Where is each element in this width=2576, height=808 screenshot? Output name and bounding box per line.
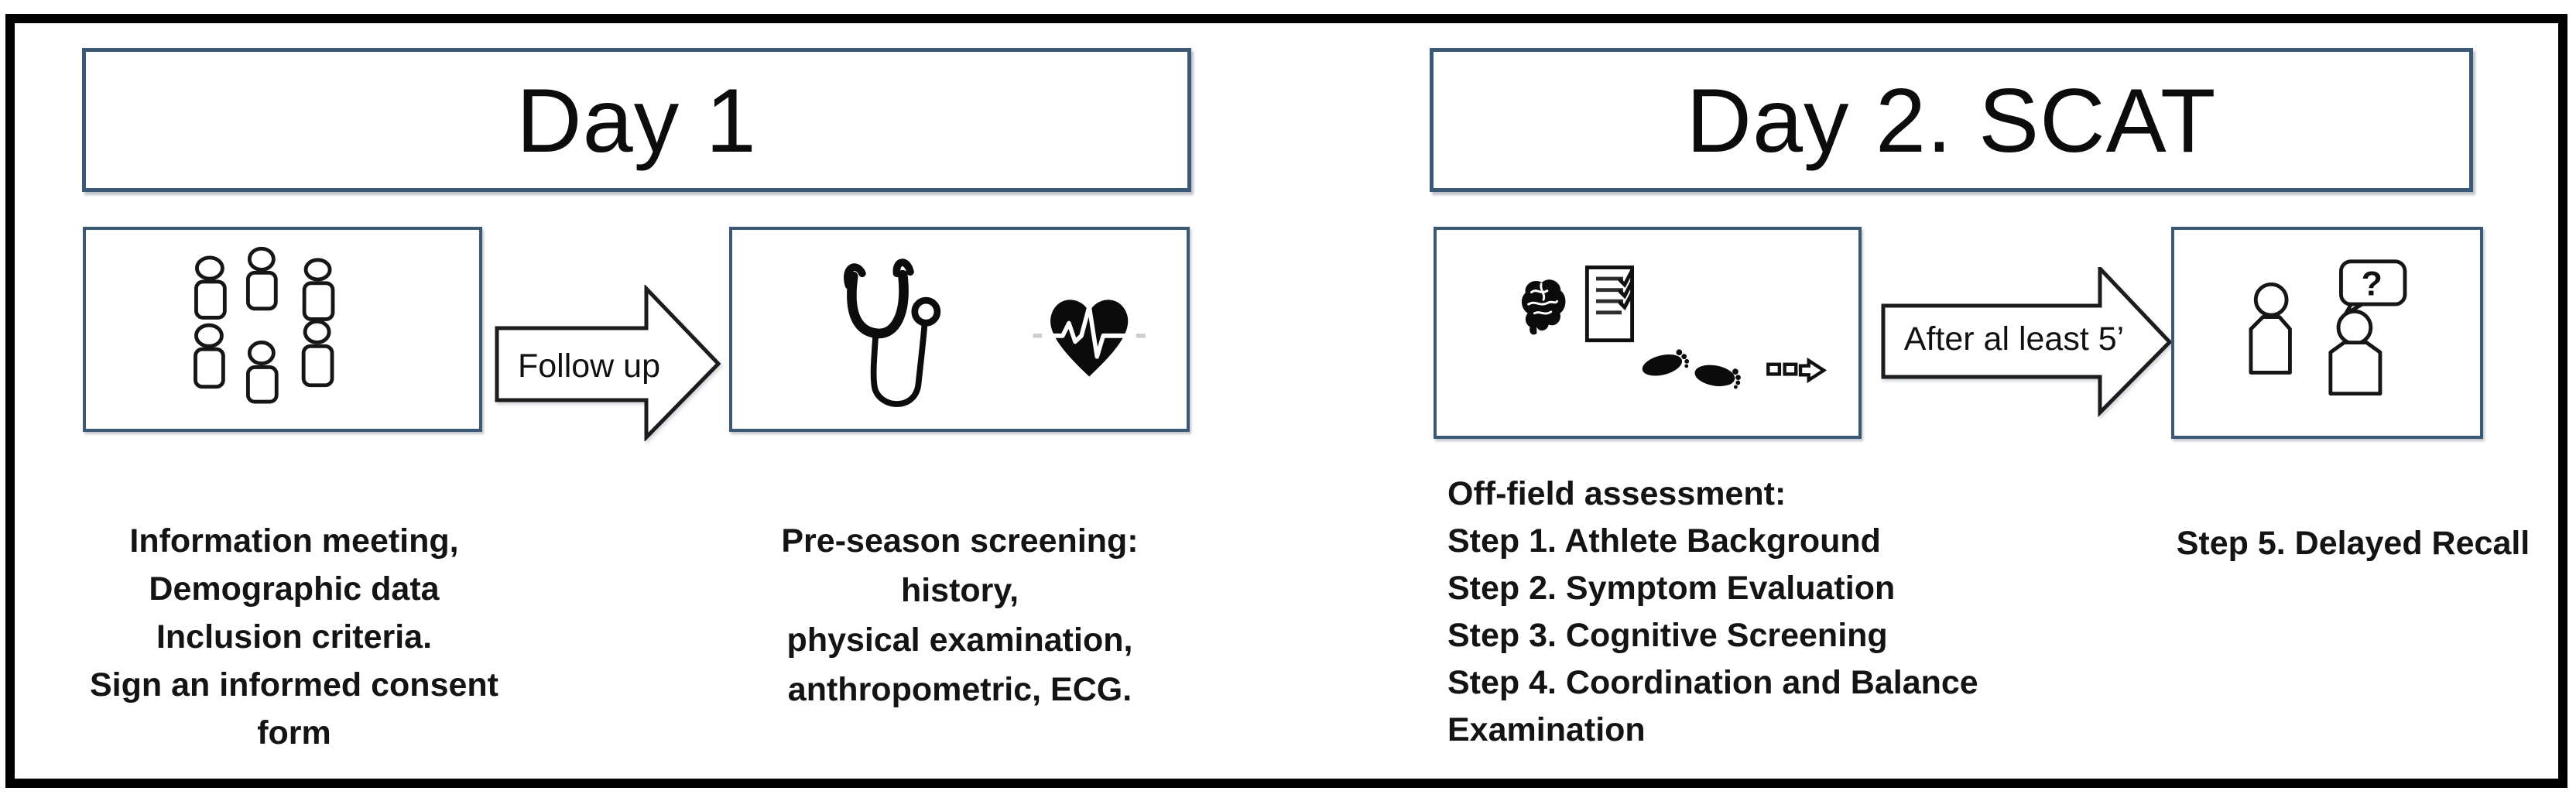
question-mark: ?	[2362, 265, 2382, 303]
caption-line: Pre-season screening: history,	[781, 522, 1139, 609]
person-icon	[245, 246, 278, 311]
speech-bubble	[2339, 259, 2407, 306]
checklist-icon	[1584, 265, 1635, 343]
follow-up-arrow	[495, 285, 721, 441]
person-question-bubble-icon	[2328, 259, 2407, 396]
day2-recall-box: ?	[2171, 227, 2483, 439]
caption-line: Step 2. Symptom Evaluation	[1447, 570, 1896, 607]
footprints-icon	[1642, 349, 1741, 389]
caption-line: Step 4. Coordination and Balance	[1447, 664, 1978, 701]
caption-line: physical examination,	[786, 621, 1133, 659]
day2-offfield-caption: Off-field assessment: Step 1. Athlete Ba…	[1447, 471, 2005, 754]
caption-line: Demographic data	[149, 570, 440, 608]
heart-ecg-icon	[1033, 300, 1146, 377]
people-group-icon	[194, 246, 335, 404]
caption-line: Examination	[1447, 711, 1646, 748]
caption-line: Off-field assessment:	[1447, 475, 1786, 512]
person-icon	[194, 255, 227, 320]
person-icon	[194, 323, 225, 389]
caption-line: Inclusion criteria.	[156, 618, 433, 656]
stethoscope-icon	[844, 258, 941, 407]
day1-screening-caption: Pre-season screening: history, physical …	[720, 516, 1200, 714]
day1-screening-box	[729, 227, 1190, 432]
day1-title-box: Day 1	[82, 48, 1191, 192]
caption-line: Sign an informed consent form	[90, 666, 498, 752]
follow-up-arrow-label: Follow up	[517, 347, 661, 385]
person-icon	[245, 341, 279, 404]
day1-title: Day 1	[516, 69, 757, 171]
day2-title-box: Day 2. SCAT	[1430, 48, 2473, 192]
day1-participants-caption: Information meeting, Demographic data In…	[62, 517, 526, 757]
caption-line: Step 1. Athlete Background	[1447, 522, 1881, 560]
day2-title: Day 2. SCAT	[1686, 69, 2217, 171]
after-delay-arrow	[1881, 267, 2173, 418]
screening-icons	[844, 258, 1146, 407]
person-icon	[302, 258, 335, 321]
offfield-icons	[1521, 265, 1828, 389]
brain-icon	[1521, 279, 1566, 335]
person-icon	[301, 319, 334, 388]
recall-icons: ?	[2249, 259, 2407, 396]
day2-offfield-box	[1434, 227, 1862, 439]
after-delay-arrow-label: After al least 5’	[1903, 320, 2125, 358]
caption-line: anthropometric, ECG.	[787, 671, 1132, 708]
caption-line: Information meeting,	[129, 522, 459, 560]
dashed-arrow-icon	[1766, 357, 1828, 384]
day2-recall-caption: Step 5. Delayed Recall	[2176, 525, 2530, 562]
person-icon	[2249, 282, 2292, 375]
day1-participants-box	[83, 227, 482, 432]
outer-frame	[5, 14, 2567, 788]
caption-line: Step 3. Cognitive Screening	[1447, 617, 1888, 654]
